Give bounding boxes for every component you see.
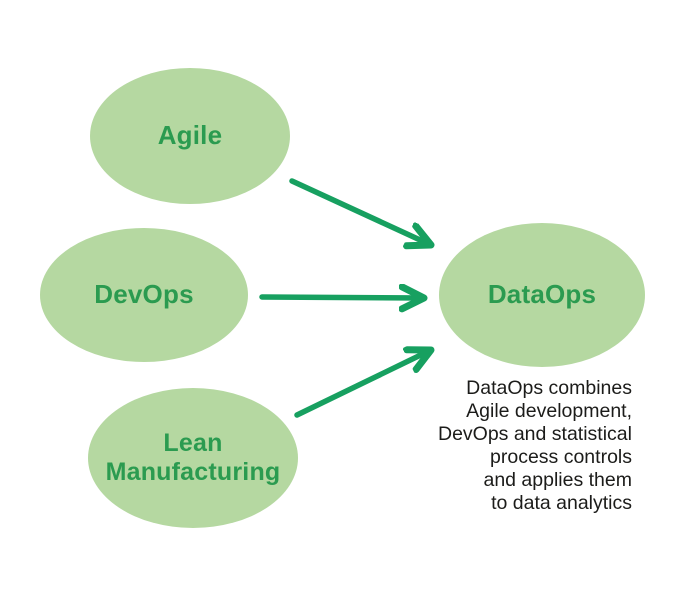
node-dataops: DataOps [439, 223, 645, 367]
arrow-devops-to-dataops [259, 297, 424, 298]
node-devops: DevOps [40, 228, 248, 362]
node-lean-manufacturing: Lean Manufacturing [88, 388, 298, 528]
node-lean-manufacturing-label: Lean Manufacturing [105, 429, 281, 486]
node-dataops-label: DataOps [487, 279, 597, 310]
node-devops-label: DevOps [94, 279, 194, 310]
dataops-caption: DataOps combines Agile development, DevO… [437, 377, 632, 514]
arrow-agile-to-dataops [289, 178, 431, 245]
node-agile: Agile [90, 68, 290, 204]
node-agile-label: Agile [157, 120, 223, 151]
